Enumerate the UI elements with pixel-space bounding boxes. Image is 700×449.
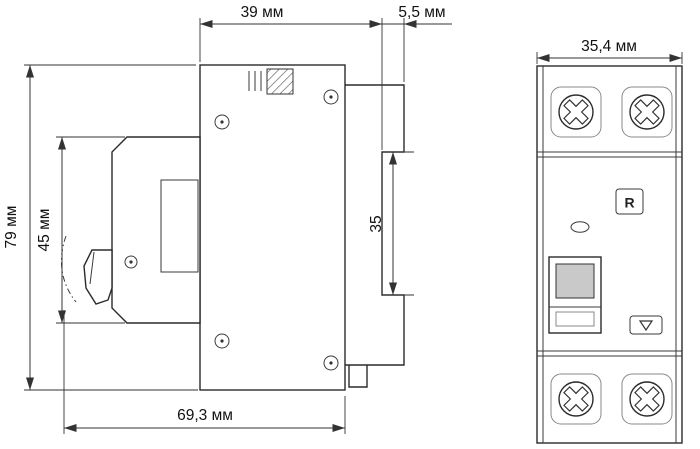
test-button — [629, 315, 663, 335]
dim-label-rail-window-height: 35 — [368, 215, 385, 232]
side-view-dimensions: 39 мм 5,5 мм 79 мм 45 мм 35 69,3 мм — [3, 4, 452, 434]
rivet-holes — [214, 89, 339, 371]
phillips-screw-icon — [563, 99, 589, 125]
screw-top-right — [621, 86, 673, 138]
test-triangle-icon — [638, 320, 654, 332]
breaker-side-body — [60, 64, 405, 391]
toggle-handle — [555, 263, 595, 299]
screw-bottom-left — [550, 373, 602, 425]
dim-label-total-height: 79 мм — [3, 206, 20, 249]
toggle-switch — [548, 256, 602, 334]
phillips-screw-icon — [634, 386, 660, 412]
terminal-screws — [550, 86, 673, 425]
side-view: 39 мм 5,5 мм 79 мм 45 мм 35 69,3 мм — [3, 4, 452, 434]
toggle-swing-arc — [60, 235, 77, 303]
phillips-screw-icon — [634, 99, 660, 125]
breaker-front-body — [536, 65, 683, 444]
dim-label-total-depth: 69,3 мм — [177, 407, 233, 424]
dim-label-front-width: 35,4 мм — [581, 38, 637, 55]
front-controls: R — [548, 188, 663, 335]
reset-button-label: R — [624, 195, 634, 211]
front-view: R 35,4 мм — [536, 38, 683, 444]
front-view-dimensions: 35,4 мм — [536, 38, 683, 64]
dim-label-rail-depth: 5,5 мм — [398, 4, 445, 21]
terminal-marking — [248, 68, 294, 95]
reset-button: R — [615, 188, 644, 215]
indicator-window — [570, 221, 590, 233]
dim-label-top-width: 39 мм — [241, 4, 284, 21]
screw-top-left — [550, 86, 602, 138]
dim-label-front-height: 45 мм — [36, 209, 53, 252]
phillips-screw-icon — [563, 386, 589, 412]
screw-bottom-right — [621, 373, 673, 425]
